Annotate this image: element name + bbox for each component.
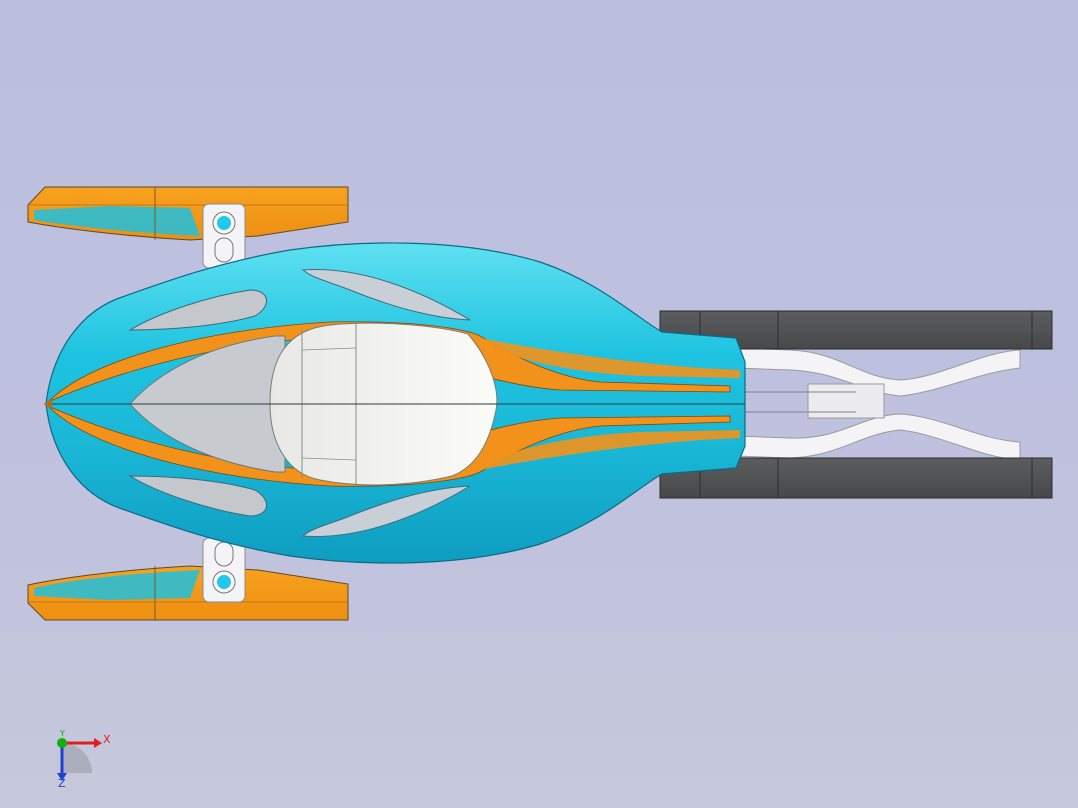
y-axis-label: Y	[60, 729, 65, 738]
z-axis-arrowhead	[57, 773, 67, 781]
axis-triad	[40, 725, 120, 795]
z-axis-label: Z	[58, 777, 66, 790]
front-wing-top[interactable]	[27, 186, 349, 241]
wing-mount-top[interactable]	[202, 203, 246, 269]
rear-pod-top[interactable]	[659, 310, 1053, 350]
x-axis-arrowhead	[94, 738, 102, 748]
rear-pod-bottom[interactable]	[659, 457, 1053, 499]
rear-frame[interactable]	[734, 347, 1021, 461]
triad-plane	[62, 743, 92, 773]
body-shell[interactable]	[44, 242, 746, 564]
wing-mount-bottom[interactable]	[202, 537, 246, 603]
y-axis-dot	[57, 738, 67, 748]
x-axis-label: X	[103, 733, 111, 746]
front-wing-bottom[interactable]	[27, 565, 349, 621]
